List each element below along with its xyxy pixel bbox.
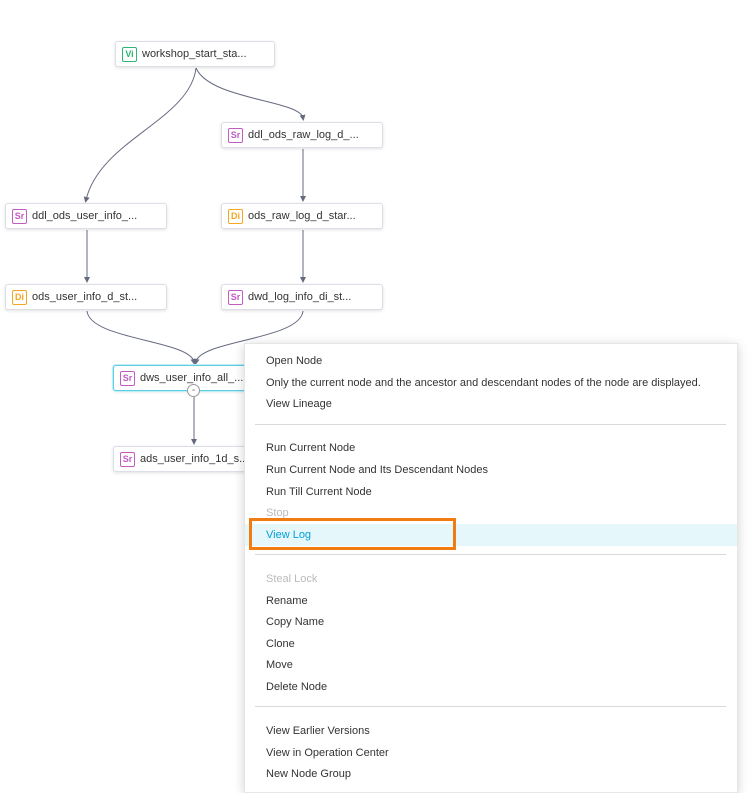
node-label: ods_raw_log_d_star... <box>248 210 356 222</box>
edge <box>195 67 306 121</box>
node-context-menu: Open Node Only the current node and the … <box>244 343 738 793</box>
data-integration-icon: Di <box>12 289 27 305</box>
menu-divider <box>255 424 726 425</box>
menu-item-view-earlier-versions[interactable]: View Earlier Versions <box>266 725 370 737</box>
node-ads-user-info-1d[interactable]: Sr ads_user_info_1d_s... <box>113 446 275 472</box>
node-ddl-ods-raw-log[interactable]: Sr ddl_ods_raw_log_d_... <box>221 122 383 148</box>
menu-item-run-till-current[interactable]: Run Till Current Node <box>266 486 372 498</box>
node-label: ods_user_info_d_st... <box>32 291 138 303</box>
node-ddl-ods-user-info[interactable]: Sr ddl_ods_user_info_... <box>5 203 167 229</box>
menu-item-delete-node[interactable]: Delete Node <box>266 681 328 693</box>
data-integration-icon: Di <box>228 208 243 224</box>
node-ods-raw-log[interactable]: Di ods_raw_log_d_star... <box>221 203 383 229</box>
shell-node-icon: Sr <box>228 289 243 305</box>
menu-divider <box>255 706 726 707</box>
menu-item-run-current-node[interactable]: Run Current Node <box>266 442 356 454</box>
edge <box>83 67 197 203</box>
menu-item-new-node-group[interactable]: New Node Group <box>266 768 351 780</box>
menu-item-view-in-operation-center[interactable]: View in Operation Center <box>266 747 389 759</box>
menu-divider <box>255 554 726 555</box>
node-workshop-start[interactable]: Vi workshop_start_sta... <box>115 41 275 67</box>
node-label: workshop_start_sta... <box>142 48 247 60</box>
menu-item-move[interactable]: Move <box>266 659 293 671</box>
shell-node-icon: Sr <box>120 370 135 386</box>
node-label: dws_user_info_all_... <box>140 372 244 384</box>
shell-node-icon: Sr <box>120 451 135 467</box>
node-label: ddl_ods_user_info_... <box>32 210 138 222</box>
virtual-node-icon: Vi <box>122 46 137 62</box>
menu-item-view-log[interactable]: View Log <box>245 524 737 546</box>
menu-item-copy-name[interactable]: Copy Name <box>266 616 325 628</box>
menu-item-steal-lock: Steal Lock <box>266 573 318 585</box>
node-label: dwd_log_info_di_st... <box>248 291 352 303</box>
menu-item-open-node[interactable]: Open Node <box>266 355 323 367</box>
edge <box>86 310 197 365</box>
collapse-toggle-icon[interactable]: - <box>187 384 200 397</box>
menu-item-stop: Stop <box>266 507 289 519</box>
edge <box>193 310 304 365</box>
node-dwd-log-info[interactable]: Sr dwd_log_info_di_st... <box>221 284 383 310</box>
menu-item-clone[interactable]: Clone <box>266 638 295 650</box>
node-ods-user-info[interactable]: Di ods_user_info_d_st... <box>5 284 167 310</box>
shell-node-icon: Sr <box>12 208 27 224</box>
node-label: ads_user_info_1d_s... <box>140 453 249 465</box>
menu-item-view-lineage[interactable]: View Lineage <box>266 398 332 410</box>
menu-item-lineage-note[interactable]: Only the current node and the ancestor a… <box>266 377 701 389</box>
node-label: ddl_ods_raw_log_d_... <box>248 129 359 141</box>
shell-node-icon: Sr <box>228 127 243 143</box>
menu-item-rename[interactable]: Rename <box>266 595 308 607</box>
menu-item-run-descendants[interactable]: Run Current Node and Its Descendant Node… <box>266 464 488 476</box>
